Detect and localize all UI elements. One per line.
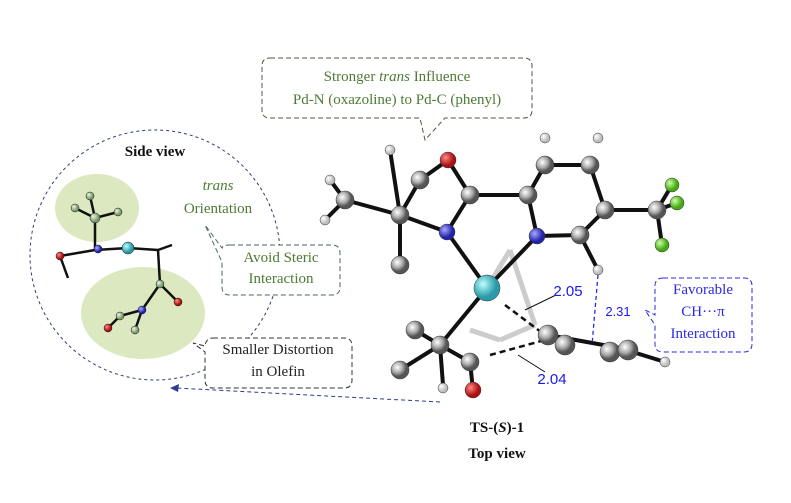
structure-label: TS-(S)-1 (469, 420, 525, 436)
distance-ch-pi: 2.31 (605, 304, 631, 319)
distance-pd-c: 2.05 (553, 283, 583, 300)
callout-avoid-steric-box (204, 224, 341, 296)
smaller-distortion-line1: Smaller Distortion (222, 342, 334, 358)
callout-smaller-distortion-box (192, 337, 353, 389)
orientation-label: Orientation (183, 201, 253, 217)
favorable-line1: Favorable (673, 282, 733, 298)
smaller-distortion-line2: in Olefin (251, 364, 305, 380)
callout-trans-influence-box (261, 57, 533, 142)
view-arrow (175, 387, 441, 403)
favorable-line2: CH···π (681, 304, 725, 320)
callout-favorable-box (643, 277, 753, 353)
avoid-steric-line1: Avoid Steric (243, 250, 319, 266)
trans-influence-line2: Pd-N (oxazoline) to Pd-C (phenyl) (292, 92, 502, 108)
top-view-molecule (319, 132, 685, 399)
trans-influence-line1: Stronger trans Influence (323, 69, 471, 85)
trans-label: trans (202, 178, 234, 194)
distance-c-c: 2.04 (537, 371, 567, 388)
highlight-tbutyl (55, 174, 139, 242)
side-view-molecule (55, 191, 183, 335)
top-view-label: Top view (468, 446, 526, 462)
arrow-head-icon (170, 384, 179, 392)
favorable-line3: Interaction (670, 326, 736, 342)
side-view-title: Side view (124, 144, 186, 160)
avoid-steric-line2: Interaction (248, 271, 314, 287)
